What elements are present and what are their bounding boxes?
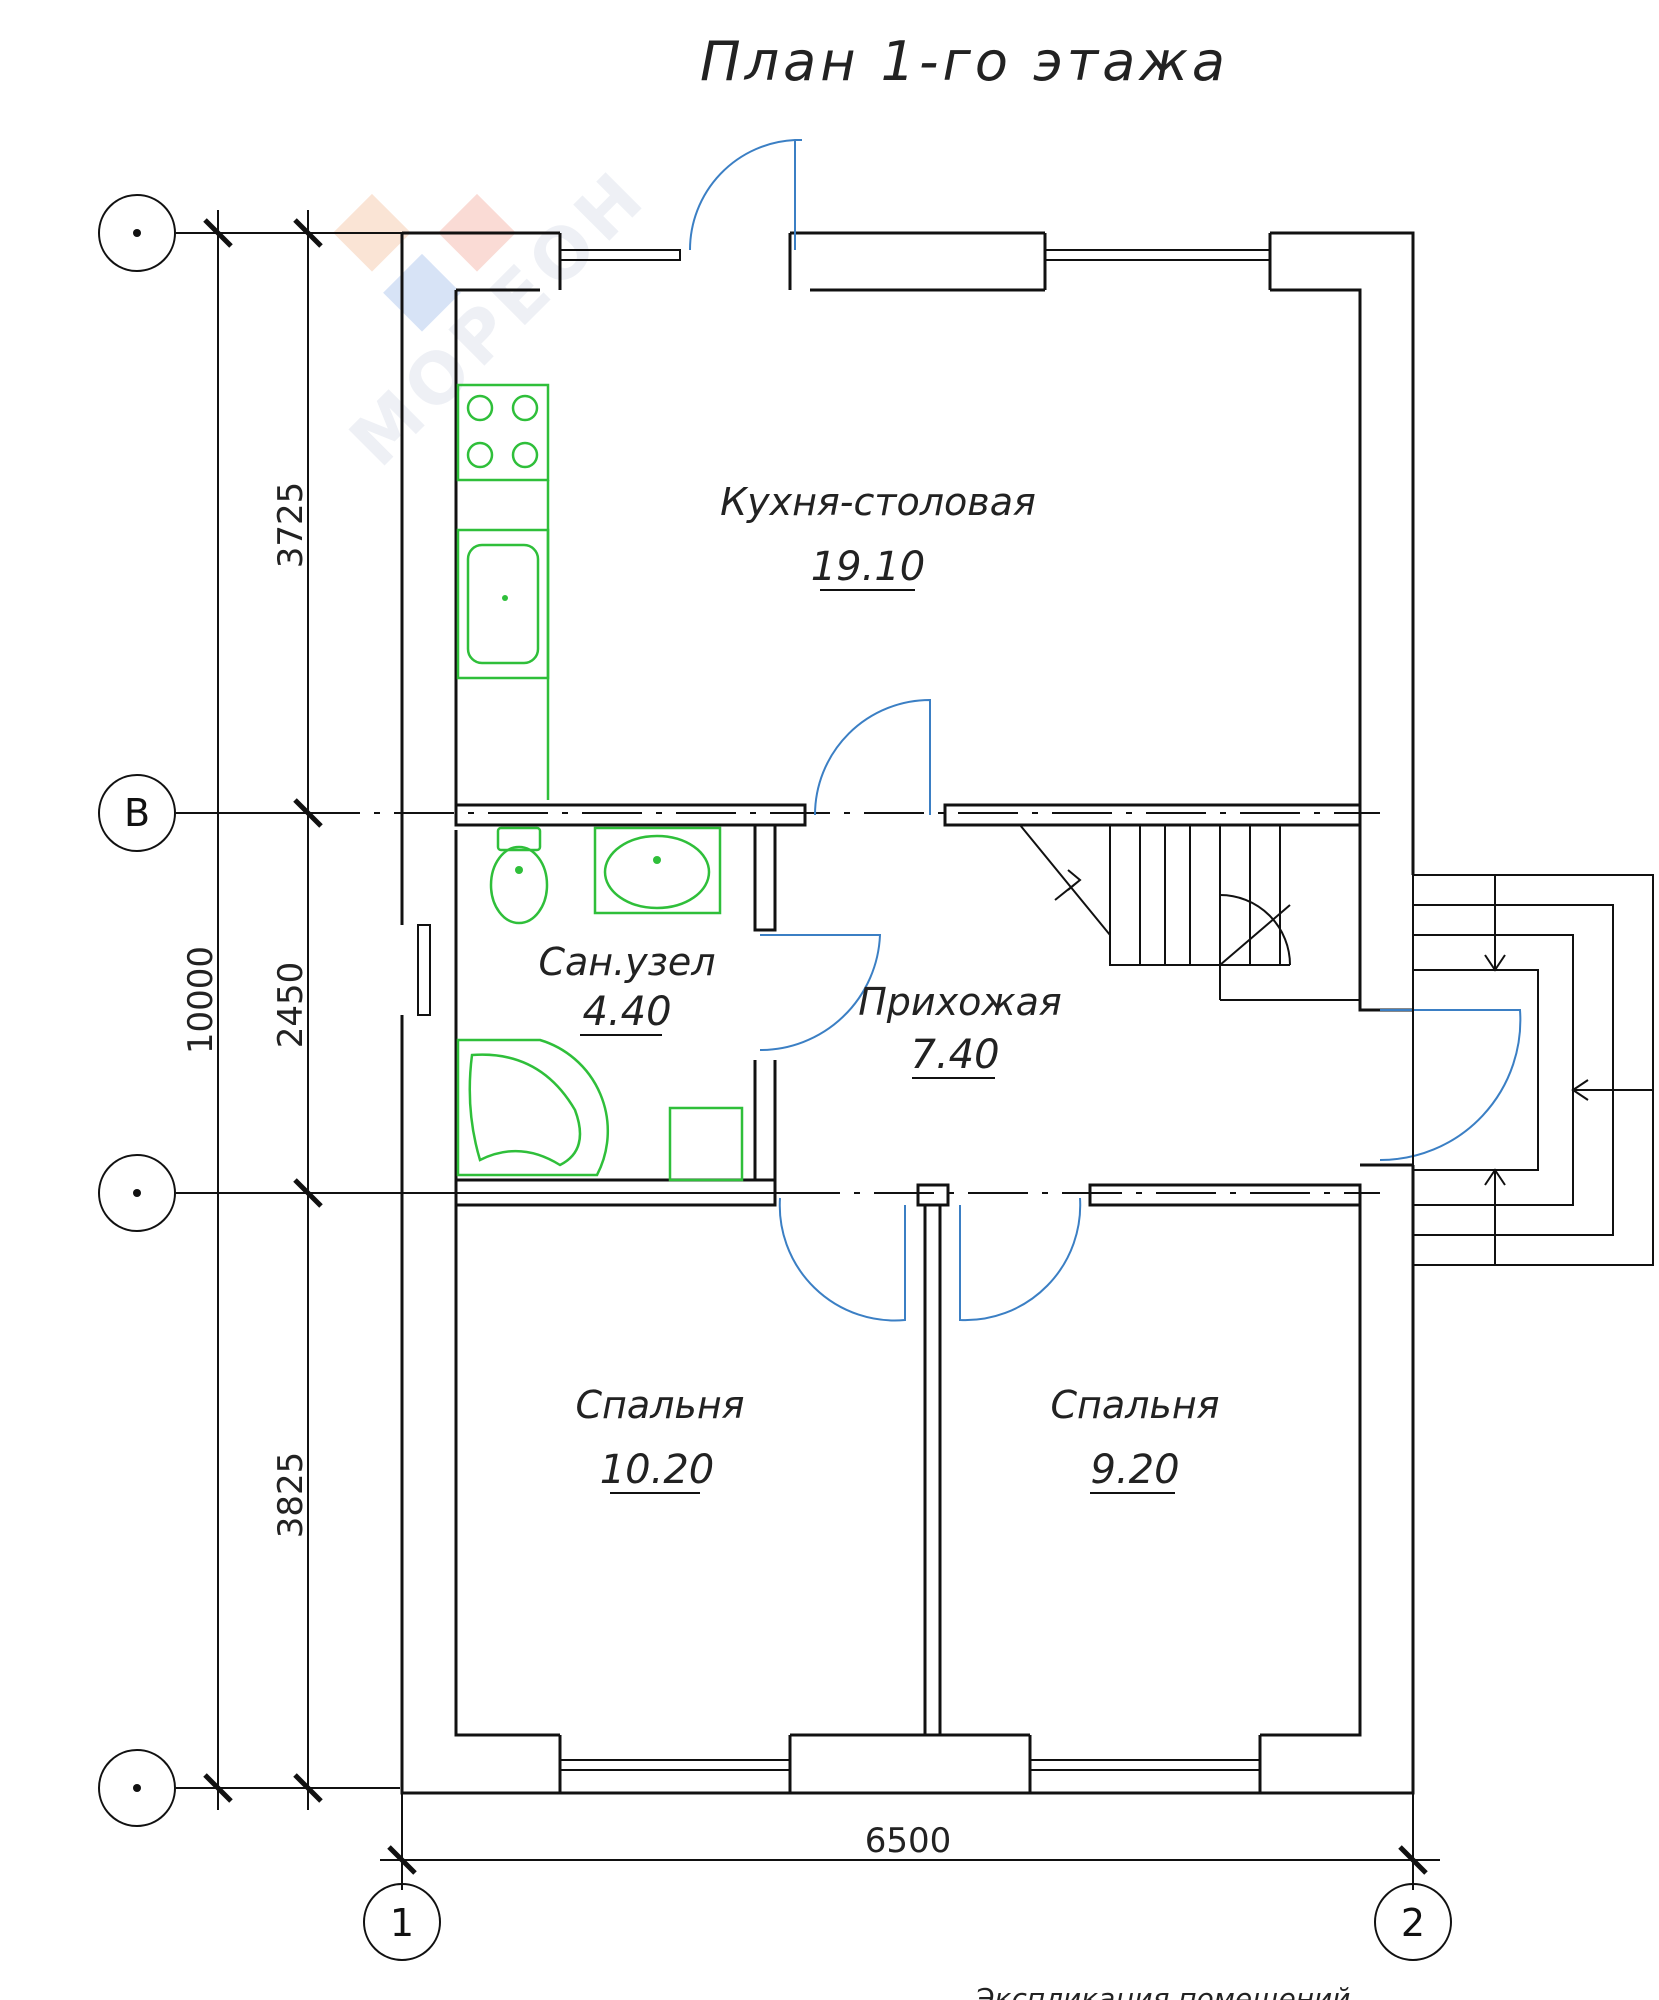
staircase <box>1019 824 1360 1001</box>
room-bedroom-left-name: Спальня <box>575 1383 744 1427</box>
room-hall-name: Прихожая <box>858 980 1062 1024</box>
room-bedroom-right-name: Спальня <box>1050 1383 1219 1427</box>
windows <box>417 249 1271 1771</box>
room-bathroom: Сан.узел 4.40 <box>538 940 716 1036</box>
corner-bathtub <box>456 1038 610 1177</box>
doors <box>688 138 1522 1322</box>
room-bedroom-left-area: 10.20 <box>600 1447 715 1493</box>
room-kitchen: Кухня-столовая 19.10 <box>720 480 1036 591</box>
room-kitchen-name: Кухня-столовая <box>720 480 1036 524</box>
room-bedroom-right-area: 9.20 <box>1090 1447 1179 1493</box>
washbasin <box>593 826 722 915</box>
room-kitchen-area: 19.10 <box>811 544 926 590</box>
kitchen-sink <box>456 528 550 680</box>
dim-total-height: 10000 <box>181 946 221 1054</box>
kitchen-stove <box>456 383 550 482</box>
watermark-logo: МОРЕОН <box>333 154 662 482</box>
dim-total-width: 6500 <box>865 1821 952 1861</box>
room-bedroom-left: Спальня 10.20 <box>575 1383 745 1494</box>
svg-text:2: 2 <box>1401 1901 1425 1945</box>
room-bathroom-area: 4.40 <box>582 989 671 1035</box>
plan-title: План 1-го этажа <box>700 30 1229 93</box>
room-bedroom-right: Спальня 9.20 <box>1050 1383 1220 1494</box>
room-hall-area: 7.40 <box>910 1032 999 1078</box>
dim-seg-top: 3725 <box>271 482 311 569</box>
dim-seg-bottom: 3825 <box>271 1452 311 1539</box>
axis-bubble-c <box>98 1154 176 1232</box>
watermark-text: МОРЕОН <box>334 154 662 482</box>
toilet <box>489 826 549 925</box>
svg-text:В: В <box>124 791 150 835</box>
shower-tray <box>668 1106 744 1182</box>
dim-seg-mid: 2450 <box>271 962 311 1049</box>
porch-steps <box>1412 874 1654 1266</box>
svg-text:1: 1 <box>390 1901 414 1945</box>
axis-bubble-2: 2 <box>1374 1883 1452 1961</box>
axis-bubble-b: В <box>98 774 176 852</box>
axis-bubble-bottom <box>98 1749 176 1827</box>
room-bathroom-name: Сан.узел <box>538 940 715 984</box>
axis-bubble-top <box>98 194 176 272</box>
room-hall: Прихожая 7.40 <box>858 980 1062 1079</box>
axis-bubble-1: 1 <box>363 1883 441 1961</box>
axis-lines <box>176 210 1440 1890</box>
bottom-note: Экспликация помещений <box>974 1982 1350 2000</box>
